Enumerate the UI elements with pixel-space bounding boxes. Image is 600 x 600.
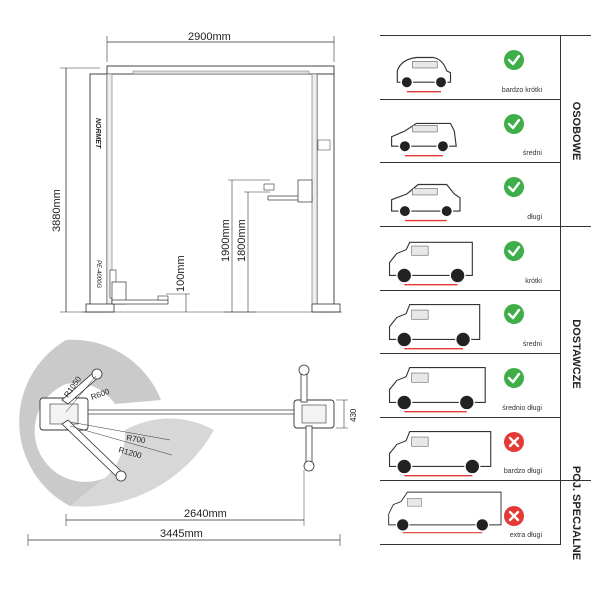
wheel-icon xyxy=(458,394,475,411)
check-icon xyxy=(504,240,524,261)
check-icon xyxy=(504,304,524,325)
check-icon xyxy=(504,49,524,70)
category-label: DOSTAWCZE xyxy=(570,319,582,389)
vehicle-size-label: średnio długi xyxy=(502,404,542,412)
vehicle-icon xyxy=(391,184,461,222)
wheel-icon xyxy=(400,75,414,89)
wheel-icon xyxy=(396,458,413,475)
wheel-icon xyxy=(396,330,413,348)
category-delivery: DOSTAWCZE xyxy=(560,225,591,482)
inner-width-label: 2640mm xyxy=(184,508,227,520)
vehicle-icon xyxy=(391,122,457,156)
vehicle-row: długi xyxy=(380,162,560,227)
vehicle-size-label: krótki xyxy=(525,277,542,285)
vehicle-window xyxy=(411,309,429,320)
panel-bottom-border xyxy=(380,544,560,546)
vehicle-row: średnio długi xyxy=(380,353,560,418)
wheel-icon xyxy=(398,204,412,218)
vehicle-window xyxy=(407,498,422,507)
post-gap-label: 430 xyxy=(349,408,358,422)
wheel-icon xyxy=(396,394,413,411)
vehicle-window xyxy=(411,372,429,383)
vehicle-size-label: długi xyxy=(527,213,542,221)
vehicle-row: krótki xyxy=(380,225,560,291)
vehicle-size-label: średni xyxy=(522,341,542,349)
lift-height-1800-label: 1800mm xyxy=(236,219,248,262)
category-passenger: OSOBOWE xyxy=(560,35,591,227)
vehicle-compatibility-panel: bardzo krótki średni długi krótki średni śred… xyxy=(380,35,591,560)
width-2900-label: 2900mm xyxy=(188,31,231,43)
vehicle-row: średni xyxy=(380,289,560,355)
lift-height-1900-label: 1900mm xyxy=(220,219,232,262)
elevation-view: 2900mm 3880mm NORMET PE-4000G xyxy=(51,31,342,313)
vehicle-size-label: extra długi xyxy=(509,532,542,539)
vehicle-row: bardzo krótki xyxy=(380,35,560,100)
category-label: OSOBOWE xyxy=(570,102,582,161)
wheel-icon xyxy=(436,139,450,153)
vehicle-size-label: bardzo krótki xyxy=(501,86,542,94)
vehicle-window xyxy=(411,245,429,256)
wheel-icon xyxy=(396,267,413,284)
plan-view: R1050 R600 R700 R1200 430 2640mm 3445mm xyxy=(19,339,358,546)
model-label: PE-4000G xyxy=(95,260,101,288)
vehicle-icon xyxy=(388,303,481,349)
vehicle-size-label: średni xyxy=(522,150,542,158)
vehicle-body xyxy=(388,241,473,276)
vehicle-window xyxy=(411,436,429,447)
wheel-icon xyxy=(449,267,466,284)
category-special: POJ. SPECJALNE xyxy=(560,466,591,560)
wheel-icon xyxy=(434,75,448,89)
vehicle-size-label: bardzo długi xyxy=(503,468,542,476)
vehicle-window xyxy=(412,124,438,132)
vehicle-icon xyxy=(388,492,502,534)
radius-700-label: R700 xyxy=(126,433,147,445)
vehicle-icon xyxy=(388,241,473,286)
wheel-icon xyxy=(475,518,490,533)
wheel-icon xyxy=(464,458,481,475)
vehicle-icon xyxy=(396,56,452,93)
vehicle-window xyxy=(412,188,438,196)
brand-logo: NORMET xyxy=(94,118,101,149)
ground-clearance-label: 100mm xyxy=(175,255,187,292)
height-3880-label: 3880mm xyxy=(51,189,63,232)
vehicle-row: extra długi xyxy=(380,480,560,545)
cross-icon xyxy=(504,431,524,452)
vehicle-body xyxy=(391,184,461,212)
check-icon xyxy=(504,177,524,198)
vehicle-icon xyxy=(388,367,486,413)
vehicle-row: bardzo długi xyxy=(380,416,560,482)
lift-technical-drawing: 2900mm 3880mm NORMET PE-4000G xyxy=(19,31,358,546)
wheel-icon xyxy=(455,330,472,348)
wheel-icon xyxy=(395,518,410,533)
check-icon xyxy=(504,113,524,134)
total-width-label: 3445mm xyxy=(160,528,203,540)
vehicle-window xyxy=(412,61,438,69)
cross-icon xyxy=(504,505,524,526)
vehicle-row: średni xyxy=(380,98,560,164)
category-label: POJ. SPECJALNE xyxy=(570,466,582,561)
vehicle-icon xyxy=(388,430,492,477)
radius-600-label: R600 xyxy=(90,387,112,402)
right-column xyxy=(316,73,335,313)
wheel-icon xyxy=(440,204,454,218)
wheel-icon xyxy=(398,139,412,153)
check-icon xyxy=(504,368,524,389)
